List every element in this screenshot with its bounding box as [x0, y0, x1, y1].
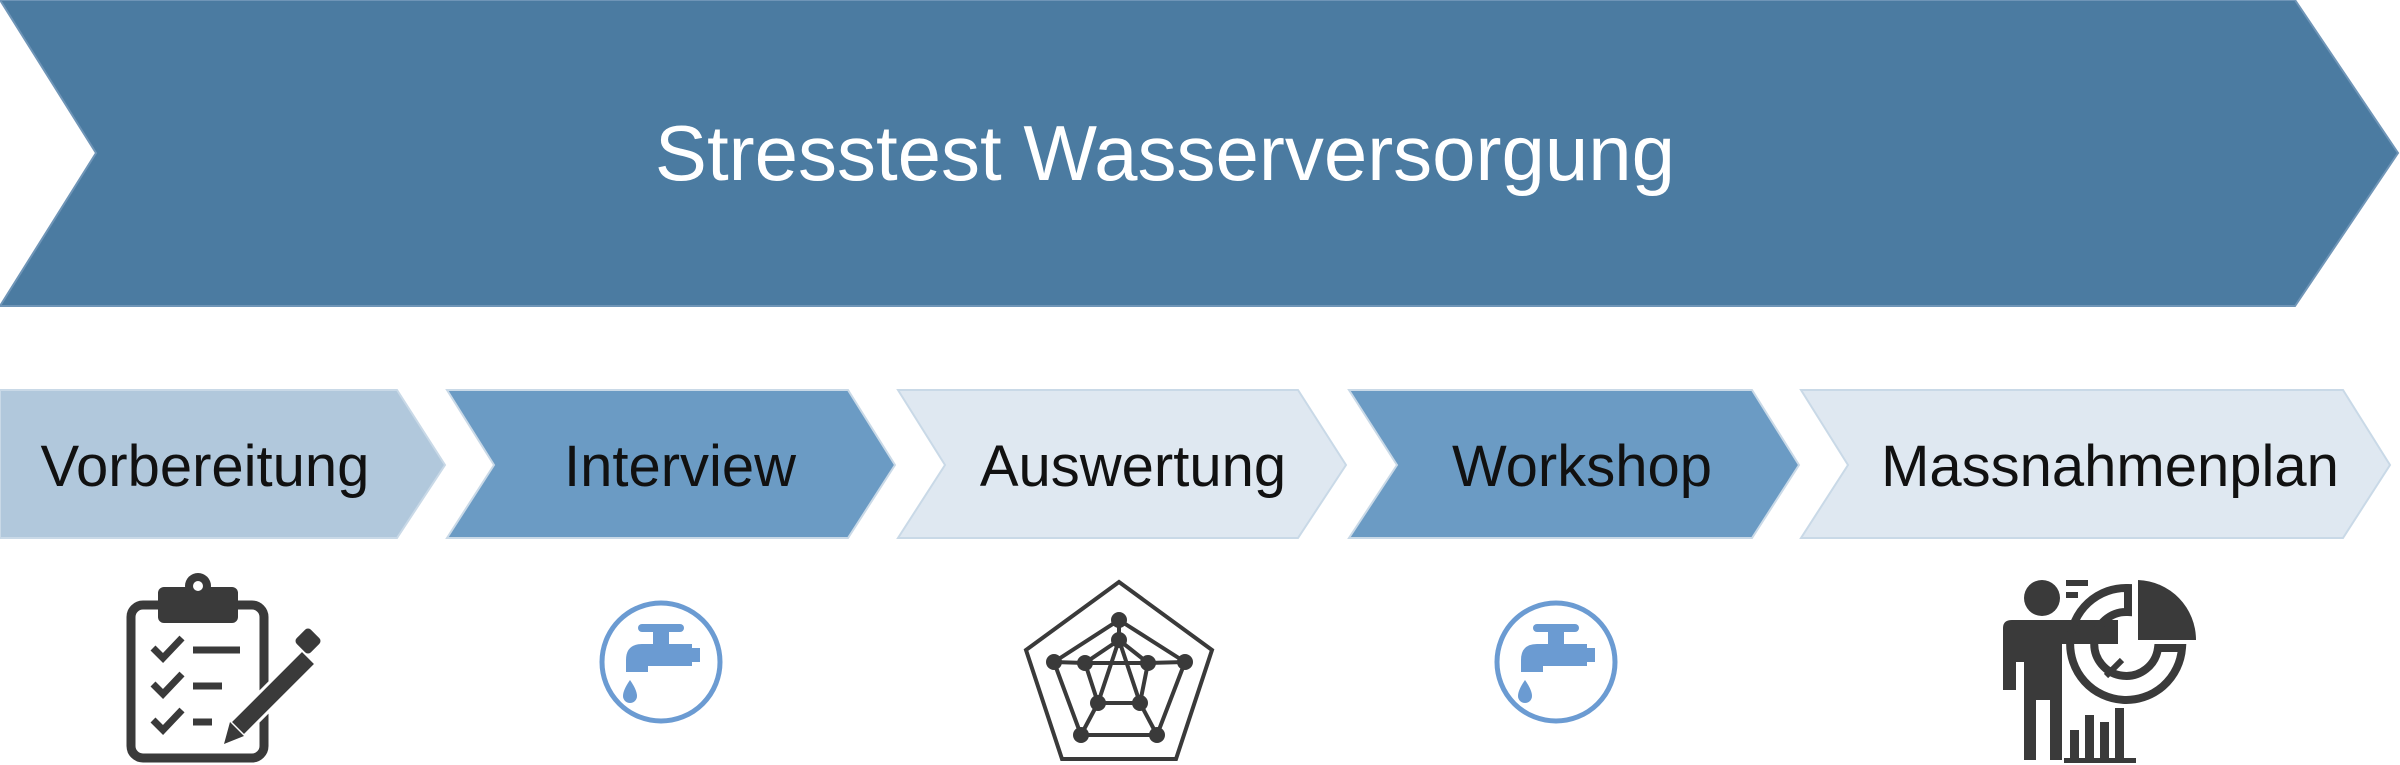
step-interview: Interview	[445, 389, 897, 539]
banner-shape	[0, 0, 2400, 307]
step-label: Vorbereitung	[41, 434, 370, 499]
step-label: Auswertung	[980, 434, 1286, 499]
step-shape	[1347, 389, 1801, 539]
clipboard-checklist-icon	[126, 573, 321, 763]
title-banner: Stresstest Wasserversorgung	[0, 0, 2400, 307]
step-label: Interview	[564, 434, 797, 499]
step-workshop: Workshop	[1347, 389, 1801, 539]
step-label: Workshop	[1452, 434, 1712, 499]
step-shape	[896, 389, 1348, 539]
step-shape	[0, 389, 447, 539]
water-tap-icon	[1494, 600, 1618, 724]
banner-title: Stresstest Wasserversorgung	[655, 109, 1675, 197]
step-label: Massnahmenplan	[1881, 434, 2339, 499]
step-auswertung: Auswertung	[896, 389, 1348, 539]
water-tap-icon	[599, 600, 723, 724]
step-massnahmenplan: Massnahmenplan	[1799, 389, 2392, 539]
step-row: Vorbereitung Interview Auswertung Worksh…	[0, 389, 2392, 539]
presenter-chart-icon	[2003, 580, 2196, 763]
step-shape	[1799, 389, 2392, 539]
radar-network-icon	[1023, 579, 1215, 761]
step-shape	[445, 389, 897, 539]
step-vorbereitung: Vorbereitung	[0, 389, 447, 539]
